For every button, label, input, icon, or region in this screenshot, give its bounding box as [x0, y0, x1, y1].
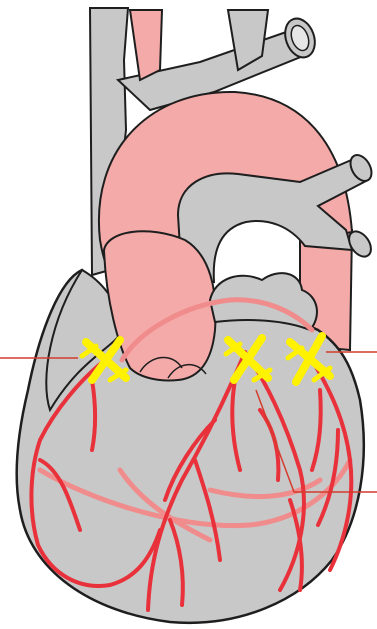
pink-vessel-top — [130, 10, 162, 80]
